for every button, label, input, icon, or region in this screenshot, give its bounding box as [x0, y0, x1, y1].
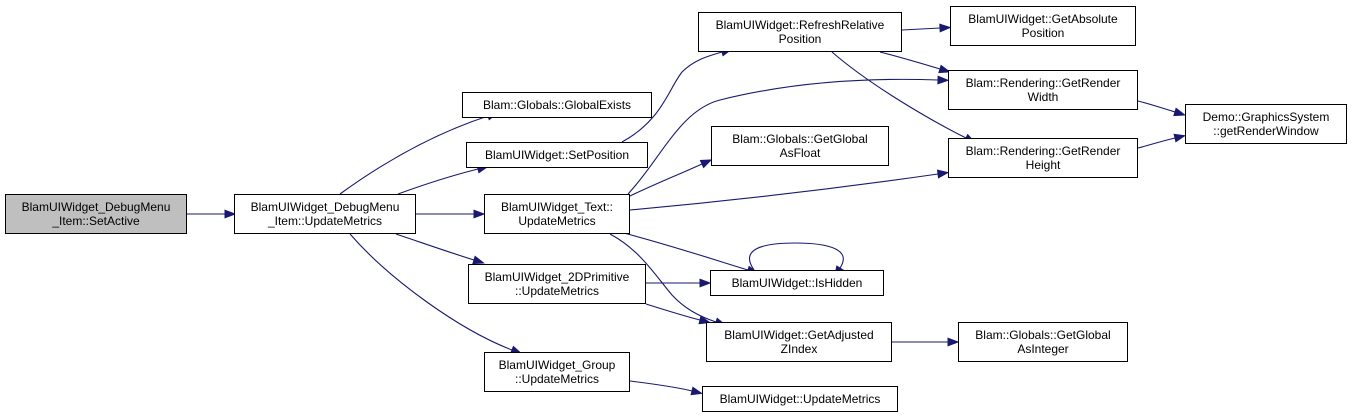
edge-line — [645, 303, 701, 321]
edge-line — [1137, 100, 1176, 113]
node-label-line: BlamUIWidget::UpdateMetrics — [719, 392, 881, 406]
node-label-line: Width — [1027, 90, 1059, 104]
edge-line — [339, 115, 489, 195]
edge-arrowhead — [698, 315, 712, 325]
edge-refresh-relative-position-to-get-absolute-position — [901, 23, 952, 33]
edge-arrowhead — [939, 23, 952, 33]
edge-arrowhead — [472, 255, 485, 265]
edge-arrowhead — [1173, 133, 1187, 143]
edge-prim-update-metrics-to-is-hidden — [646, 278, 712, 288]
edge-line — [349, 233, 513, 351]
edge-line — [901, 27, 941, 31]
node-label-line: BlamUIWidget_Group — [498, 358, 616, 372]
node-label-line: Position — [1021, 26, 1065, 40]
node-label-line: BlamUIWidget_DebugMenu — [250, 200, 400, 214]
node-label-line: BlamUIWidget::IsHidden — [731, 276, 863, 290]
node-label-line: Demo::GraphicsSystem — [1202, 110, 1330, 124]
edge-line — [621, 51, 723, 143]
edge-arrowhead — [699, 278, 712, 288]
node-label-line: BlamUIWidget::RefreshRelative — [715, 18, 885, 32]
node-label-line: Position — [778, 32, 822, 46]
node-widget-update-metrics[interactable]: BlamUIWidget::UpdateMetrics — [702, 386, 898, 412]
edge-dm-update-metrics-to-set-position — [397, 164, 490, 195]
node-text-update-metrics[interactable]: BlamUIWidget_Text::UpdateMetrics — [484, 194, 630, 234]
edge-arrowhead — [937, 75, 950, 85]
edge-get-adjusted-zindex-to-get-global-integer — [892, 337, 960, 347]
node-label-line: Blam::Rendering::GetRender — [965, 144, 1121, 158]
edge-dm-update-metrics-to-prim-update-metrics — [395, 233, 485, 265]
edge-arrowhead — [473, 209, 486, 219]
node-label-line: ::UpdateMetrics — [514, 372, 600, 386]
edge-arrowhead — [947, 337, 960, 347]
edge-prim-update-metrics-to-get-adjusted-zindex — [645, 303, 712, 325]
node-label-line: BlamUIWidget::GetAbsolute — [968, 12, 1118, 26]
edge-arrowhead — [690, 386, 704, 396]
node-label-line: Blam::Rendering::GetRender — [965, 76, 1121, 90]
edge-text-update-metrics-to-get-render-height — [629, 169, 950, 211]
edge-arrowhead — [1173, 107, 1186, 117]
node-label-line: BlamUIWidget::GetAdjusted — [724, 328, 874, 342]
node-label-line: _Item::SetActive — [52, 214, 140, 228]
node-label-line: _Item::UpdateMetrics — [267, 214, 383, 228]
edge-line — [629, 173, 939, 211]
edge-set-active-to-dm-update-metrics — [187, 209, 237, 219]
node-is-hidden[interactable]: BlamUIWidget::IsHidden — [710, 270, 884, 296]
node-label-line: AsFloat — [779, 146, 821, 160]
node-label-line: Blam::Globals::GlobalExists — [482, 98, 632, 112]
edge-line — [831, 51, 967, 139]
edge-line — [748, 242, 844, 271]
edge-line — [609, 233, 717, 323]
node-label-line: AsInteger — [1017, 342, 1069, 356]
edge-get-render-height-to-get-render-window — [1137, 133, 1187, 149]
edge-arrowhead — [699, 159, 713, 169]
edge-text-update-metrics-to-get-global-float — [629, 159, 713, 197]
edge-line — [629, 163, 703, 197]
edge-line — [619, 231, 749, 271]
node-label-line: UpdateMetrics — [518, 214, 596, 228]
edge-line — [879, 51, 941, 70]
edge-arrowhead — [224, 209, 237, 219]
node-label-line: Blam::Globals::GetGlobal — [975, 328, 1111, 342]
node-label-line: ::getRenderWindow — [1213, 124, 1319, 138]
node-dm-update-metrics[interactable]: BlamUIWidget_DebugMenu_Item::UpdateMetri… — [234, 194, 416, 234]
node-label-line: ZIndex — [780, 342, 818, 356]
node-set-position[interactable]: BlamUIWidget::SetPosition — [466, 142, 648, 168]
edge-group-update-metrics-to-widget-update-metrics — [629, 380, 704, 396]
node-label-line: BlamUIWidget::SetPosition — [484, 148, 630, 162]
edge-line — [629, 380, 693, 392]
node-label-line: BlamUIWidget_2DPrimitive — [484, 270, 630, 284]
edge-line — [627, 78, 939, 195]
node-label-line: Height — [1025, 158, 1061, 172]
edge-line — [1137, 137, 1176, 149]
node-group-update-metrics[interactable]: BlamUIWidget_Group::UpdateMetrics — [484, 352, 630, 392]
node-set-active: BlamUIWidget_DebugMenu_Item::SetActive — [5, 194, 187, 234]
edge-line — [395, 233, 475, 261]
node-label-line: BlamUIWidget_Text:: — [500, 200, 614, 214]
edge-get-render-width-to-get-render-window — [1137, 100, 1186, 117]
edge-arrowhead — [936, 169, 950, 179]
edge-text-update-metrics-to-get-render-width — [627, 75, 950, 195]
edge-arrowhead — [938, 64, 951, 74]
edge-dm-update-metrics-to-text-update-metrics — [416, 209, 486, 219]
edge-line — [397, 168, 479, 195]
node-label-line: ::UpdateMetrics — [514, 284, 600, 298]
node-prim-update-metrics[interactable]: BlamUIWidget_2DPrimitive::UpdateMetrics — [468, 264, 646, 304]
node-get-render-window[interactable]: Demo::GraphicsSystem::getRenderWindow — [1185, 104, 1347, 144]
edge-refresh-relative-position-to-get-render-width — [879, 51, 951, 74]
node-label-line: BlamUIWidget_DebugMenu — [21, 200, 171, 214]
edge-dm-update-metrics-to-group-update-metrics — [349, 233, 523, 355]
node-label-line: Blam::Globals::GetGlobal — [732, 132, 868, 146]
node-global-exists[interactable]: Blam::Globals::GlobalExists — [462, 92, 652, 118]
